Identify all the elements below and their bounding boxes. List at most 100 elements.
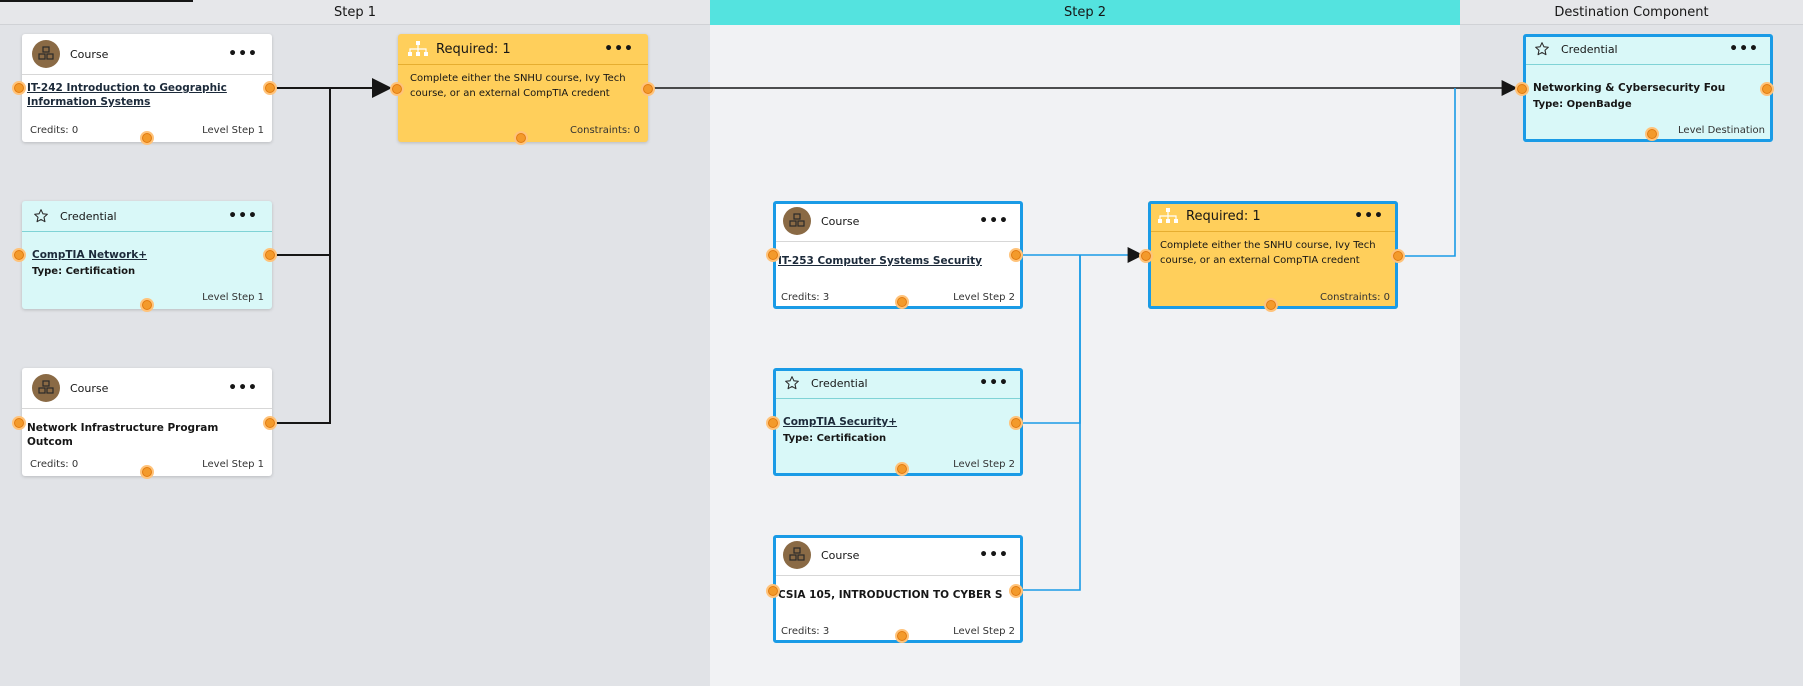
more-horizontal-icon[interactable]: •••	[228, 208, 258, 224]
node-type-label: Course	[70, 47, 109, 61]
lane-header-step-2: Step 2	[710, 0, 1460, 25]
node-subtitle: Type: Certification	[783, 433, 887, 444]
node-header: Credential •••	[1523, 34, 1773, 65]
node-credential-comptia-security[interactable]: Credential ••• CompTIA Security+ Type: C…	[773, 368, 1023, 476]
port-n3-bottom[interactable]	[140, 465, 154, 479]
node-credits: Credits: 3	[781, 626, 830, 637]
node-level: Level Step 1	[202, 459, 264, 470]
more-horizontal-icon[interactable]: •••	[979, 213, 1009, 229]
course-icon	[32, 374, 60, 402]
port-n3-left[interactable]	[12, 416, 26, 430]
node-title: Network Infrastructure Program Outcom	[27, 422, 219, 448]
node-type-label: Required: 1	[436, 41, 511, 57]
hierarchy-icon	[408, 40, 428, 58]
node-type-label: Course	[821, 214, 860, 228]
port-dest-left[interactable]	[1515, 82, 1529, 96]
node-header: Required: 1 •••	[398, 34, 648, 65]
node-level: Level Step 1	[202, 292, 264, 303]
more-horizontal-icon[interactable]: •••	[979, 375, 1009, 391]
port-n2-right[interactable]	[263, 248, 277, 262]
node-title[interactable]: IT-253 Computer Systems Security	[778, 255, 982, 267]
port-r2-bottom[interactable]	[1264, 298, 1278, 312]
more-horizontal-icon[interactable]: •••	[1354, 208, 1384, 224]
port-n5-left[interactable]	[766, 416, 780, 430]
course-icon	[32, 40, 60, 68]
node-title: Networking & Cybersecurity Fou	[1533, 82, 1726, 94]
node-type-label: Credential	[811, 376, 868, 390]
port-n6-bottom[interactable]	[895, 629, 909, 643]
node-header: Course •••	[773, 535, 1023, 576]
node-title[interactable]: CompTIA Network+	[32, 249, 148, 261]
more-horizontal-icon[interactable]: •••	[979, 547, 1009, 563]
node-header: Course •••	[22, 368, 272, 409]
port-n1-left[interactable]	[12, 81, 26, 95]
port-n4-right[interactable]	[1009, 248, 1023, 262]
port-n3-right[interactable]	[263, 416, 277, 430]
node-level: Level Step 2	[953, 626, 1015, 637]
port-n6-left[interactable]	[766, 584, 780, 598]
star-icon	[32, 207, 50, 225]
node-header: Credential •••	[773, 368, 1023, 399]
node-header: Course •••	[22, 34, 272, 75]
star-icon	[783, 374, 801, 392]
node-type-label: Required: 1	[1186, 208, 1261, 224]
port-n1-right[interactable]	[263, 81, 277, 95]
node-header: Required: 1 •••	[1148, 201, 1398, 232]
more-horizontal-icon[interactable]: •••	[1729, 41, 1759, 57]
port-n5-right[interactable]	[1009, 416, 1023, 430]
hierarchy-icon	[1158, 207, 1178, 225]
node-level: Level Destination	[1678, 125, 1765, 136]
node-level: Level Step 2	[953, 292, 1015, 303]
more-horizontal-icon[interactable]: •••	[604, 41, 634, 57]
lane-header-destination: Destination Component	[1460, 0, 1803, 25]
node-title: CSIA 105, INTRODUCTION TO CYBER S	[778, 589, 1003, 601]
node-level: Level Step 1	[202, 125, 264, 136]
port-dest-bottom[interactable]	[1645, 127, 1659, 141]
more-horizontal-icon[interactable]: •••	[228, 380, 258, 396]
node-subtitle: Type: Certification	[32, 266, 136, 277]
star-icon	[1533, 40, 1551, 58]
node-description: Complete either the SNHU course, Ivy Tec…	[410, 73, 626, 99]
node-credits: Credits: 0	[30, 125, 79, 136]
course-icon	[783, 207, 811, 235]
port-r2-right[interactable]	[1391, 249, 1405, 263]
port-r2-left[interactable]	[1139, 249, 1153, 263]
port-n2-bottom[interactable]	[140, 298, 154, 312]
node-type-label: Credential	[60, 209, 117, 223]
node-title[interactable]: IT-242 Introduction to Geographic Inform…	[27, 82, 227, 108]
node-type-label: Course	[70, 381, 109, 395]
node-destination-credential[interactable]: Credential ••• Networking & Cybersecurit…	[1523, 34, 1773, 142]
port-r1-left[interactable]	[390, 82, 404, 96]
port-n1-bottom[interactable]	[140, 131, 154, 145]
course-icon	[783, 541, 811, 569]
node-required-step-2[interactable]: Required: 1 ••• Complete either the SNHU…	[1148, 201, 1398, 309]
node-credits: Credits: 3	[781, 292, 830, 303]
node-title[interactable]: CompTIA Security+	[783, 416, 898, 428]
port-n2-left[interactable]	[12, 248, 26, 262]
node-description: Complete either the SNHU course, Ivy Tec…	[1160, 240, 1376, 266]
node-header: Course •••	[773, 201, 1023, 242]
port-r1-bottom[interactable]	[514, 131, 528, 145]
node-constraints: Constraints: 0	[1320, 292, 1390, 303]
port-n4-bottom[interactable]	[895, 295, 909, 309]
node-header: Credential •••	[22, 201, 272, 232]
node-credits: Credits: 0	[30, 459, 79, 470]
node-required-step-1[interactable]: Required: 1 ••• Complete either the SNHU…	[398, 34, 648, 142]
node-credential-comptia-network[interactable]: Credential ••• CompTIA Network+ Type: Ce…	[22, 201, 272, 309]
active-tab-indicator	[0, 0, 193, 2]
port-dest-right[interactable]	[1760, 82, 1774, 96]
node-constraints: Constraints: 0	[570, 125, 640, 136]
node-type-label: Course	[821, 548, 860, 562]
node-course-it242[interactable]: Course ••• IT-242 Introduction to Geogra…	[22, 34, 272, 142]
node-course-it253[interactable]: Course ••• IT-253 Computer Systems Secur…	[773, 201, 1023, 309]
port-r1-right[interactable]	[641, 82, 655, 96]
node-course-csia105[interactable]: Course ••• CSIA 105, INTRODUCTION TO CYB…	[773, 535, 1023, 643]
node-type-label: Credential	[1561, 42, 1618, 56]
port-n4-left[interactable]	[766, 248, 780, 262]
port-n5-bottom[interactable]	[895, 462, 909, 476]
node-subtitle: Type: OpenBadge	[1533, 99, 1632, 110]
port-n6-right[interactable]	[1009, 584, 1023, 598]
node-level: Level Step 2	[953, 459, 1015, 470]
more-horizontal-icon[interactable]: •••	[228, 46, 258, 62]
node-course-network-infrastructure[interactable]: Course ••• Network Infrastructure Progra…	[22, 368, 272, 476]
